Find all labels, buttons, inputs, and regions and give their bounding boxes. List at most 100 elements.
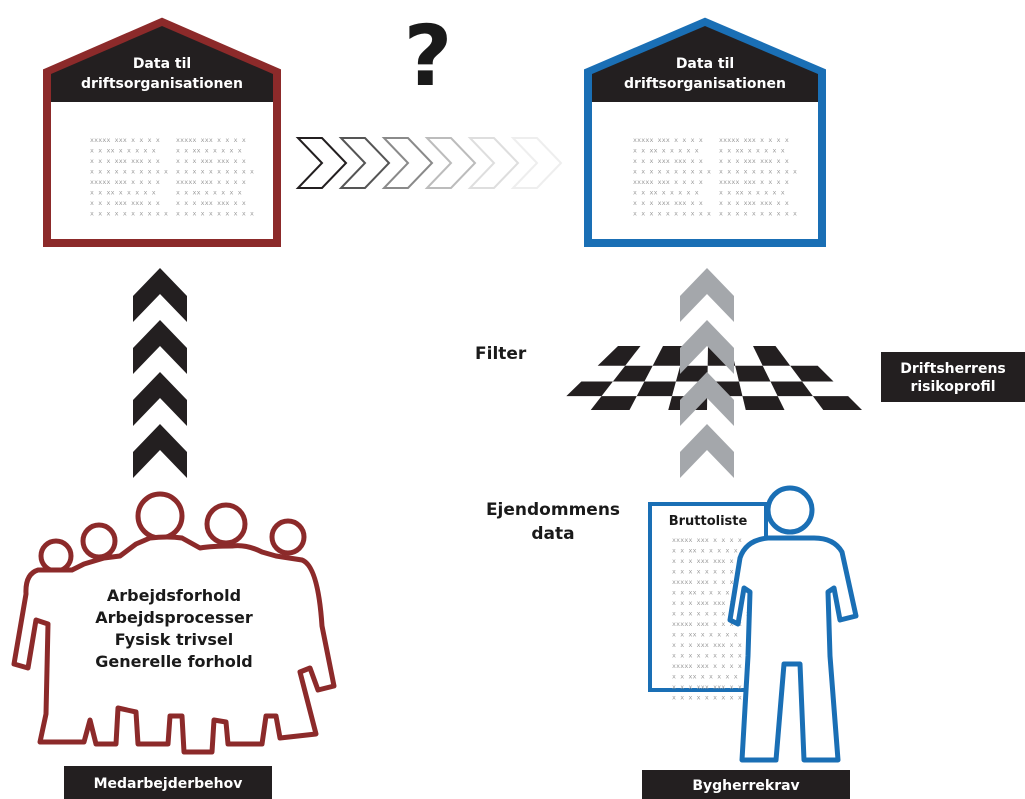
employee-need-2: Arbejdsprocesser bbox=[95, 608, 253, 627]
filler-text-line: x x x xxx xxx x x bbox=[719, 199, 789, 207]
chevron-up-icon bbox=[133, 424, 187, 478]
filler-text-line: xxxxx xxx x x x x bbox=[672, 662, 742, 670]
checker-tile bbox=[812, 396, 862, 410]
checker-tile bbox=[612, 365, 653, 382]
chevron-up-icon bbox=[680, 268, 734, 322]
filler-text-line: x x x x x x x x x x bbox=[633, 168, 711, 176]
filler-text-line: x x xx x x x x x bbox=[719, 147, 785, 155]
right-house-title-line-2: driftsorganisationen bbox=[624, 76, 786, 92]
client-person-figure bbox=[727, 485, 859, 763]
right-house: Data til driftsorganisationen xxxxx xxx … bbox=[584, 17, 826, 247]
filler-text-line: x x x xxx xxx x x bbox=[719, 157, 789, 165]
checker-tile bbox=[735, 365, 771, 382]
employee-need-4: Generelle forhold bbox=[95, 652, 253, 671]
filler-text-line: x x x x x x x x x x bbox=[719, 210, 797, 218]
filler-text-line: x x xx x x x x x bbox=[90, 147, 156, 155]
right-up-chevrons bbox=[680, 268, 734, 478]
gross-list-title: Bruttoliste bbox=[669, 514, 748, 529]
filler-text-line: x x x xxx xxx x x bbox=[633, 199, 703, 207]
property-data-line-2: data bbox=[531, 524, 574, 544]
employee-group-figure bbox=[11, 491, 337, 755]
filler-text-line: x x xx x x x x x bbox=[719, 189, 785, 197]
filler-text-line: x x x x x x x x x x bbox=[672, 694, 750, 702]
left-up-chevrons bbox=[133, 268, 187, 478]
filler-text-line: x x x x x x x x x x bbox=[176, 168, 254, 176]
person-head bbox=[80, 522, 118, 560]
left-house-title-line-1: Data til bbox=[133, 56, 191, 72]
filler-text-line: x x x x x x x x x x bbox=[672, 652, 750, 660]
checker-tile bbox=[742, 396, 785, 410]
filler-text-line: x x x x x x x x x x bbox=[90, 168, 168, 176]
filler-text-line: x x xx x x x x x bbox=[633, 189, 699, 197]
filler-text-line: x x x xxx xxx x x bbox=[672, 557, 742, 565]
risk-profile-box: Driftsherrens risikoprofil bbox=[881, 352, 1025, 402]
right-house-roof bbox=[592, 26, 818, 102]
person-head bbox=[135, 491, 185, 541]
chevron-right-icon bbox=[510, 137, 563, 189]
risk-profile-line-2: risikoprofil bbox=[910, 379, 995, 395]
filler-text-line: x x x xxx xxx x x bbox=[176, 199, 246, 207]
employee-needs-caption-background bbox=[64, 766, 272, 799]
filler-text-line: x x x xxx xxx x x bbox=[90, 157, 160, 165]
chevron-up-icon bbox=[680, 320, 734, 374]
filler-text-line: x x xx x x x x x bbox=[672, 673, 738, 681]
filler-text-line: x x xx x x x x x bbox=[672, 631, 738, 639]
filler-text-line: x x x xxx xxx x x bbox=[672, 683, 742, 691]
filler-text-line: xxxxx xxx x x x x bbox=[633, 178, 703, 186]
filler-text-line: xxxxx xxx x x x x bbox=[90, 178, 160, 186]
checker-tile bbox=[566, 381, 613, 397]
chevron-up-icon bbox=[680, 424, 734, 478]
chevron-up-icon bbox=[680, 372, 734, 426]
client-requirements-caption: Bygherrekrav bbox=[692, 778, 799, 794]
filler-text-line: x x x x x x x x x x bbox=[672, 568, 750, 576]
filler-text-line: x x x x x x x x x x bbox=[633, 210, 711, 218]
filler-text-line: x x x xxx xxx x x bbox=[672, 599, 742, 607]
person-head bbox=[765, 485, 815, 535]
filter-checkerboard bbox=[566, 346, 862, 410]
person-head bbox=[38, 538, 74, 574]
chevron-up-icon bbox=[133, 320, 187, 374]
checker-tile bbox=[652, 346, 686, 366]
risk-profile-line-1: Driftsherrens bbox=[900, 361, 1006, 377]
filler-text-line: x x xx x x x x x bbox=[672, 589, 738, 597]
filter-label: Filter bbox=[475, 344, 527, 364]
checker-tile bbox=[597, 346, 641, 366]
left-house-title-line-2: driftsorganisationen bbox=[81, 76, 243, 92]
filler-text-line: x x x x x x x x x x bbox=[719, 168, 797, 176]
filler-text-line: xxxxx xxx x x x x bbox=[90, 136, 160, 144]
checker-tile bbox=[753, 346, 791, 366]
filler-text-line: x x x xxx xxx x x bbox=[90, 199, 160, 207]
filler-text-line: xxxxx xxx x x x x bbox=[672, 536, 742, 544]
chevron-right-icon bbox=[381, 137, 434, 189]
left-house: Data til driftsorganisationen xxxxx xxx … bbox=[43, 17, 281, 247]
filler-text-line: x x xx x x x x x bbox=[633, 147, 699, 155]
checker-tile bbox=[770, 381, 813, 397]
chevron-up-icon bbox=[133, 268, 187, 322]
client-requirements-caption-box: Bygherrekrav bbox=[642, 770, 850, 799]
group-body-outline bbox=[11, 534, 337, 755]
filler-text-line: x x x x x x x x x x bbox=[90, 210, 168, 218]
filler-text-line: x x x xxx xxx x x bbox=[633, 157, 703, 165]
filler-text-line: x x x x x x x x x x bbox=[672, 610, 750, 618]
filler-text-line: x x x xxx xxx x x bbox=[672, 641, 742, 649]
filler-text-line: x x xx x x x x x bbox=[176, 189, 242, 197]
employee-needs-caption-box: Medarbejderbehov bbox=[64, 766, 272, 799]
filler-text-line: xxxxx xxx x x x x bbox=[672, 578, 742, 586]
checker-tile bbox=[636, 381, 676, 397]
filler-text-line: xxxxx xxx x x x x bbox=[719, 136, 789, 144]
employee-needs-caption: Medarbejderbehov bbox=[94, 776, 243, 792]
gross-list-text: xxxxx xxx x x x x x x xx x x x x x x x x x… bbox=[672, 536, 750, 702]
right-house-title-line-1: Data til bbox=[676, 56, 734, 72]
filler-text-line: xxxxx xxx x x x x bbox=[719, 178, 789, 186]
right-house-text-columns: xxxxx xxx x x x x x x xx x x x x x x x x x… bbox=[633, 136, 797, 218]
left-house-roof bbox=[51, 26, 273, 102]
filler-text-line: xxxxx xxx x x x x bbox=[176, 136, 246, 144]
risk-profile-background bbox=[881, 352, 1025, 402]
question-mark: ? bbox=[404, 7, 453, 105]
chevron-right-icon bbox=[467, 137, 520, 189]
filler-text-line: x x xx x x x x x bbox=[90, 189, 156, 197]
left-house-text-columns: xxxxx xxx x x x x x x xx x x x x x x x x x… bbox=[90, 136, 254, 218]
checker-tile bbox=[790, 365, 834, 382]
chevron-up-icon bbox=[133, 372, 187, 426]
